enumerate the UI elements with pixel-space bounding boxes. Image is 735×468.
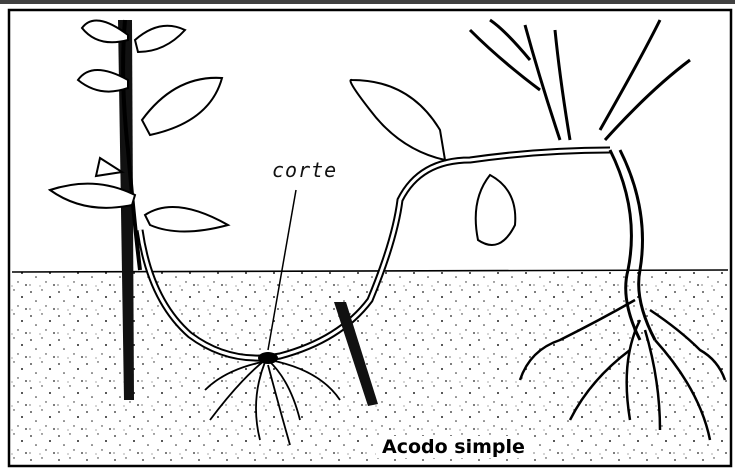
ground-line: [12, 270, 728, 272]
cut-mark: [258, 352, 278, 364]
arch-leaves: [350, 80, 515, 245]
corte-label: corte: [272, 158, 337, 182]
caption: Acodo simple: [376, 436, 531, 458]
shoot-leaves: [50, 20, 228, 231]
